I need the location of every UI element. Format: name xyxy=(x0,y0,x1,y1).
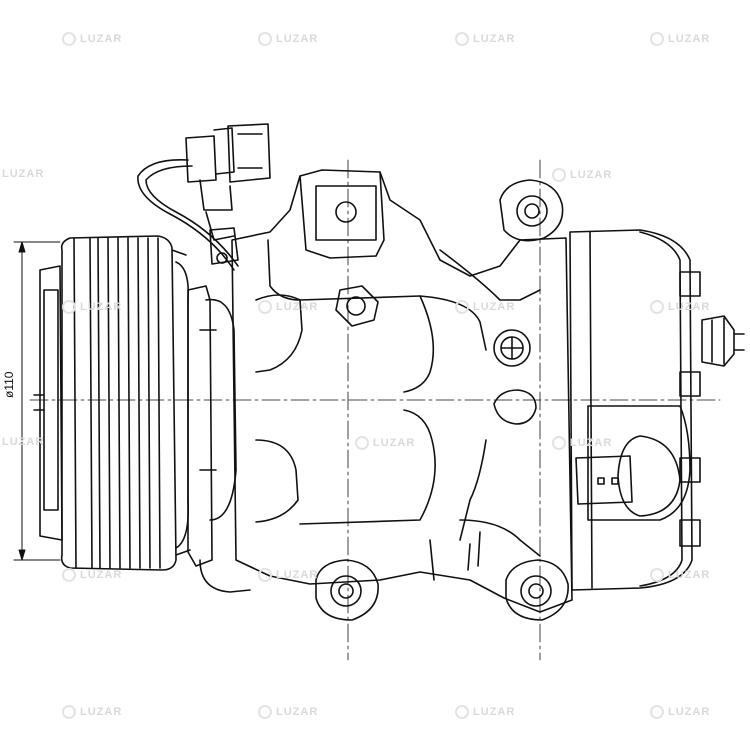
pulley xyxy=(33,235,191,571)
diameter-label: ø110 xyxy=(2,371,16,398)
compressor-body xyxy=(231,169,573,613)
center-lines xyxy=(29,159,721,661)
rear-cover xyxy=(569,229,745,591)
mounting-ears xyxy=(315,179,569,621)
front-flange xyxy=(187,227,251,593)
dimension-line xyxy=(13,241,61,561)
top-connector xyxy=(137,123,271,271)
